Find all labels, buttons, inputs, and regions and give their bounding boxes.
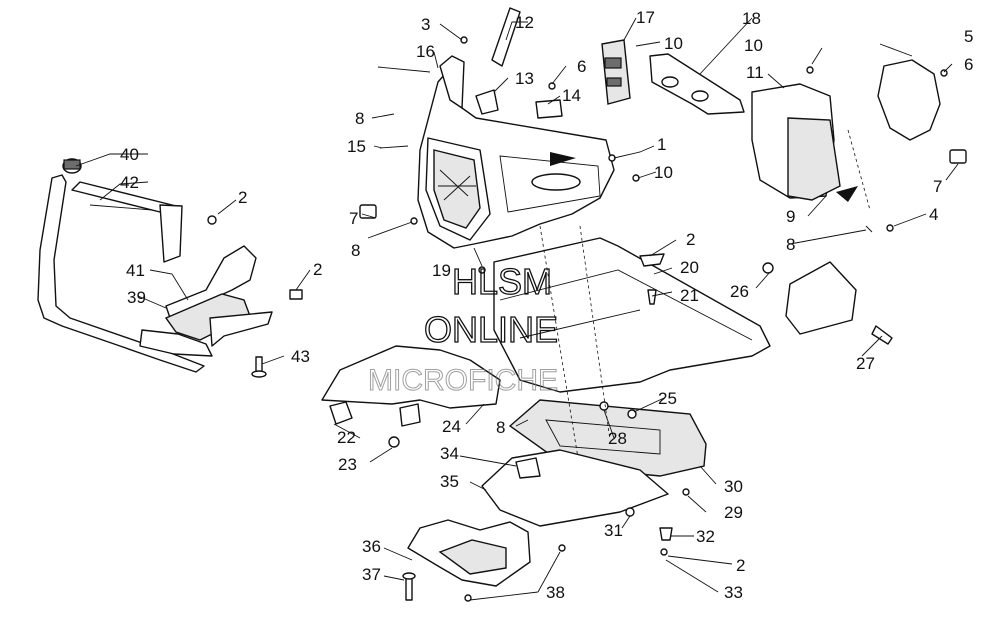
callout-10a: 10 xyxy=(664,34,683,53)
front-fascia-assembly xyxy=(359,7,640,274)
callout-2c: 2 xyxy=(686,230,695,249)
callout-30: 30 xyxy=(724,477,743,496)
callout-41: 41 xyxy=(126,261,145,280)
callout-20: 20 xyxy=(680,258,699,277)
callout-7b: 7 xyxy=(933,177,942,196)
callout-8c: 8 xyxy=(351,241,360,260)
watermark-line3: MICROFICHE xyxy=(368,364,558,397)
callout-24: 24 xyxy=(442,417,461,436)
side-bracket-assembly xyxy=(762,261,893,345)
main-frame-assembly xyxy=(321,225,771,477)
callout-3: 3 xyxy=(421,15,430,34)
callout-15: 15 xyxy=(347,137,366,156)
callout-33: 33 xyxy=(724,583,743,602)
callout-8d: 8 xyxy=(496,418,505,437)
leader-lines xyxy=(75,17,959,601)
callout-34: 34 xyxy=(440,444,459,463)
front-bumper-assembly xyxy=(37,158,303,378)
skid-plate-assembly xyxy=(481,449,690,556)
callout-36: 36 xyxy=(362,537,381,556)
callout-labels: 3 12 17 18 16 13 6 14 10 8 15 1 10 5 10 … xyxy=(120,8,973,602)
mounting-plate-18 xyxy=(649,53,745,115)
callout-26: 26 xyxy=(730,282,749,301)
callout-2b: 2 xyxy=(313,260,322,279)
callout-4: 4 xyxy=(929,205,938,224)
callout-14: 14 xyxy=(562,86,581,105)
callout-39: 39 xyxy=(127,288,146,307)
callout-21: 21 xyxy=(680,286,699,305)
callout-8b: 8 xyxy=(786,235,795,254)
callout-2a: 2 xyxy=(238,188,247,207)
callout-7a: 7 xyxy=(349,209,358,228)
callout-27: 27 xyxy=(856,354,875,373)
callout-6a: 6 xyxy=(577,57,586,76)
callout-35: 35 xyxy=(440,472,459,491)
callout-42: 42 xyxy=(120,173,139,192)
callout-10c: 10 xyxy=(744,36,763,55)
callout-37: 37 xyxy=(362,565,381,584)
callout-25: 25 xyxy=(658,389,677,408)
callout-19: 19 xyxy=(432,261,451,280)
callout-22: 22 xyxy=(337,428,356,447)
callout-40: 40 xyxy=(120,145,139,164)
callout-11: 11 xyxy=(746,63,764,82)
callout-8a: 8 xyxy=(355,109,364,128)
callout-2d: 2 xyxy=(736,556,745,575)
callout-10b: 10 xyxy=(654,163,673,182)
watermark: HLSM ONLINE MICROFICHE xyxy=(368,260,559,397)
callout-5: 5 xyxy=(964,27,973,46)
callout-1: 1 xyxy=(657,135,666,154)
callout-43: 43 xyxy=(291,347,310,366)
callout-13: 13 xyxy=(515,69,534,88)
callout-18: 18 xyxy=(742,9,761,28)
callout-6b: 6 xyxy=(964,55,973,74)
callout-29: 29 xyxy=(724,503,743,522)
callout-12: 12 xyxy=(515,13,534,32)
callout-16: 16 xyxy=(416,42,435,61)
callout-28: 28 xyxy=(608,429,627,448)
callout-32: 32 xyxy=(696,527,715,546)
callout-17: 17 xyxy=(636,8,655,27)
watermark-line2: ONLINE xyxy=(424,309,558,350)
lower-guard-assembly xyxy=(402,519,566,602)
callout-38: 38 xyxy=(546,583,565,602)
callout-31: 31 xyxy=(604,521,623,540)
callout-23: 23 xyxy=(338,455,357,474)
watermark-line1: HLSM xyxy=(452,261,552,302)
electronic-module-assembly xyxy=(751,59,967,233)
callout-9: 9 xyxy=(786,207,795,226)
